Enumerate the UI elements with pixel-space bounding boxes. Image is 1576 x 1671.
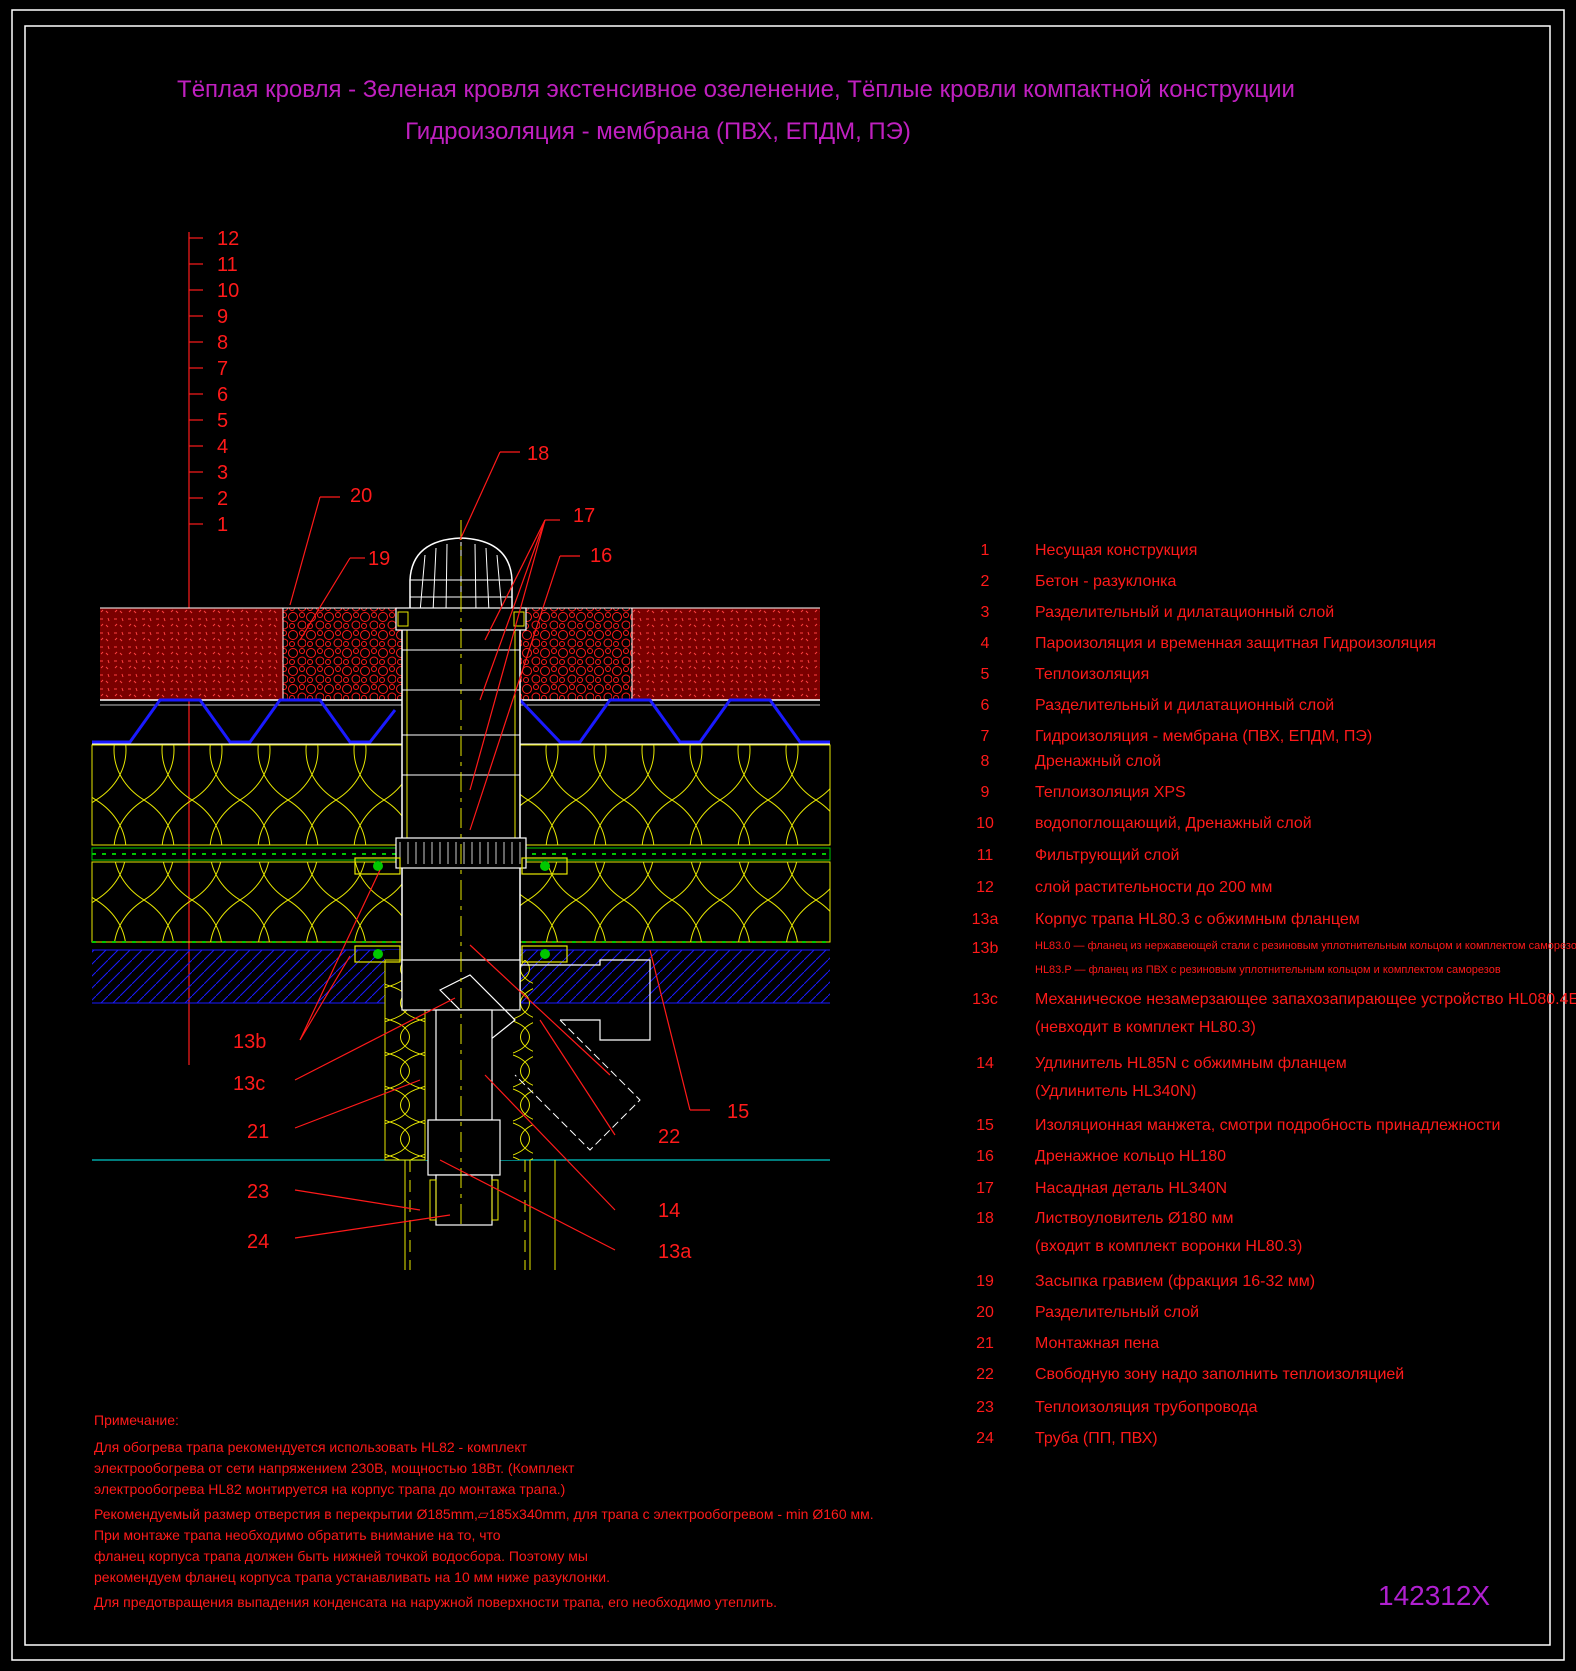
- legend-number: 4: [980, 635, 990, 652]
- legend-number: 3: [980, 604, 990, 621]
- scale-label-2: 2: [217, 488, 228, 510]
- note-line: электрообогрева HL82 монтируется на корп…: [94, 1481, 566, 1497]
- legend-text: Удлинитель HL85N с обжимным фланцем: [1035, 1055, 1347, 1072]
- note-line: фланец корпуса трапа должен быть нижней …: [94, 1548, 588, 1564]
- callout-23: 23: [247, 1181, 269, 1203]
- legend-text: HL83.0 — фланец из нержавеющей стали с р…: [1035, 940, 1576, 952]
- legend-number: 7: [980, 728, 990, 745]
- legend-number: 8: [980, 753, 990, 770]
- callout-16: 16: [590, 545, 612, 567]
- scale-label-12: 12: [217, 228, 239, 250]
- legend-text: Дренажное кольцо HL180: [1035, 1148, 1227, 1165]
- legend-number: 10: [976, 815, 994, 832]
- legend-number: 6: [980, 697, 990, 714]
- legend-number: 12: [976, 879, 994, 896]
- drawing-code: 142312X: [1378, 1580, 1491, 1611]
- legend-text: Монтажная пена: [1035, 1335, 1160, 1352]
- scale-label-10: 10: [217, 280, 239, 302]
- legend-text: Листвоуловитель Ø180 мм: [1035, 1210, 1234, 1227]
- legend-number: 20: [976, 1304, 994, 1321]
- legend-number: 11: [976, 847, 994, 864]
- legend-number: 22: [976, 1366, 994, 1383]
- note-line: Для предотвращения выпадения конденсата …: [94, 1594, 778, 1610]
- legend-text: Пароизоляция и временная защитная Гидрои…: [1035, 635, 1437, 652]
- callout-13a: 13a: [658, 1241, 692, 1263]
- callout-21: 21: [247, 1121, 269, 1143]
- legend-number: 9: [980, 784, 990, 801]
- legend-text: Механическое незамерзающее запахозапираю…: [1035, 991, 1576, 1008]
- scale-label-8: 8: [217, 332, 228, 354]
- title-line-1: Тёплая кровля - Зеленая кровля экстенсив…: [177, 76, 1295, 103]
- scale-label-6: 6: [217, 384, 228, 406]
- legend-text: слой растительности до 200 мм: [1035, 879, 1273, 896]
- legend-text: Засыпка гравием (фракция 16-32 мм): [1035, 1273, 1316, 1290]
- legend-number: 17: [976, 1180, 994, 1197]
- legend-number: 24: [976, 1430, 994, 1447]
- legend-number: 15: [976, 1117, 994, 1134]
- legend-number: 16: [976, 1148, 994, 1165]
- callout-24: 24: [247, 1231, 269, 1253]
- legend-text: Изоляционная манжета, смотри подробность…: [1035, 1117, 1501, 1134]
- callout-19: 19: [368, 548, 390, 570]
- legend-text: Труба (ПП, ПВХ): [1035, 1430, 1158, 1447]
- legend-number: 2: [980, 573, 990, 590]
- title-line-2: Гидроизоляция - мембрана (ПВХ, ЕПДМ, ПЭ): [405, 118, 911, 145]
- legend-text: Теплоизоляция трубопровода: [1035, 1399, 1258, 1416]
- legend-text: Разделительный и дилатационный слой: [1035, 697, 1335, 714]
- legend-text: Разделительный и дилатационный слой: [1035, 604, 1335, 621]
- callout-13b: 13b: [233, 1031, 266, 1053]
- legend-text: Свободную зону надо заполнить теплоизоля…: [1035, 1366, 1405, 1383]
- note-line: Для обогрева трапа рекомендуется использ…: [94, 1439, 528, 1455]
- legend-text: Фильтрующий слой: [1035, 847, 1180, 864]
- legend-number: 1: [980, 542, 990, 559]
- legend-number: 23: [976, 1399, 994, 1416]
- legend-text: (невходит в комплект HL80.3): [1035, 1019, 1256, 1036]
- legend-text: Несущая конструкция: [1035, 542, 1198, 559]
- notes: Примечание: Для обогрева трапа рекомендуе…: [94, 1410, 874, 1613]
- legend-text: Корпус трапа HL80.3 с обжимным фланцем: [1035, 911, 1360, 928]
- scale-label-1: 1: [217, 514, 228, 536]
- legend-number: 13a: [971, 911, 999, 928]
- legend-number: 5: [980, 666, 990, 683]
- legend-number: 13c: [972, 991, 998, 1008]
- callout-15: 15: [727, 1101, 749, 1123]
- legend-number: 18: [976, 1210, 994, 1227]
- scale-label-4: 4: [217, 436, 228, 458]
- legend-text: Теплоизоляция: [1035, 666, 1150, 683]
- scale-label-7: 7: [217, 358, 228, 380]
- legend-number: 14: [976, 1055, 994, 1072]
- legend-number: 13b: [971, 940, 999, 957]
- legend-number: 21: [976, 1335, 994, 1352]
- legend-text: Гидроизоляция - мембрана (ПВХ, ЕПДМ, ПЭ): [1035, 728, 1373, 745]
- legend-text: (входит в комплект воронки HL80.3): [1035, 1238, 1303, 1255]
- note-line: рекомендуем фланец корпуса трапа устанав…: [94, 1569, 610, 1585]
- scale-label-11: 11: [217, 254, 238, 276]
- scale-label-5: 5: [217, 410, 228, 432]
- legend-text: водопоглощающий, Дренажный слой: [1035, 815, 1312, 832]
- callout-14: 14: [658, 1200, 680, 1222]
- callout-22: 22: [658, 1126, 680, 1148]
- note-line: электрообогрева от сети напряжением 230В…: [94, 1460, 575, 1476]
- legend-text: Теплоизоляция XPS: [1035, 784, 1186, 801]
- note-line: При монтаже трапа необходимо обратить вн…: [94, 1527, 501, 1543]
- legend-text: (Удлинитель HL340N): [1035, 1083, 1197, 1100]
- legend-text: HL83.P — фланец из ПВХ с резиновым уплот…: [1035, 964, 1501, 976]
- callout-18: 18: [527, 443, 549, 465]
- legend-text: Дренажный слой: [1035, 753, 1162, 770]
- callout-13c: 13c: [233, 1073, 265, 1095]
- legend-text: Разделительный слой: [1035, 1304, 1200, 1321]
- notes-heading: Примечание:: [94, 1412, 179, 1428]
- note-line: Рекомендуемый размер отверстия в перекры…: [94, 1506, 874, 1522]
- legend-number: 19: [976, 1273, 994, 1290]
- callout-17: 17: [573, 505, 595, 527]
- legend-text: Насадная деталь HL340N: [1035, 1180, 1228, 1197]
- scale-label-9: 9: [217, 306, 228, 328]
- scale-label-3: 3: [217, 462, 228, 484]
- callout-20: 20: [350, 485, 372, 507]
- legend-text: Бетон - разуклонка: [1035, 573, 1177, 590]
